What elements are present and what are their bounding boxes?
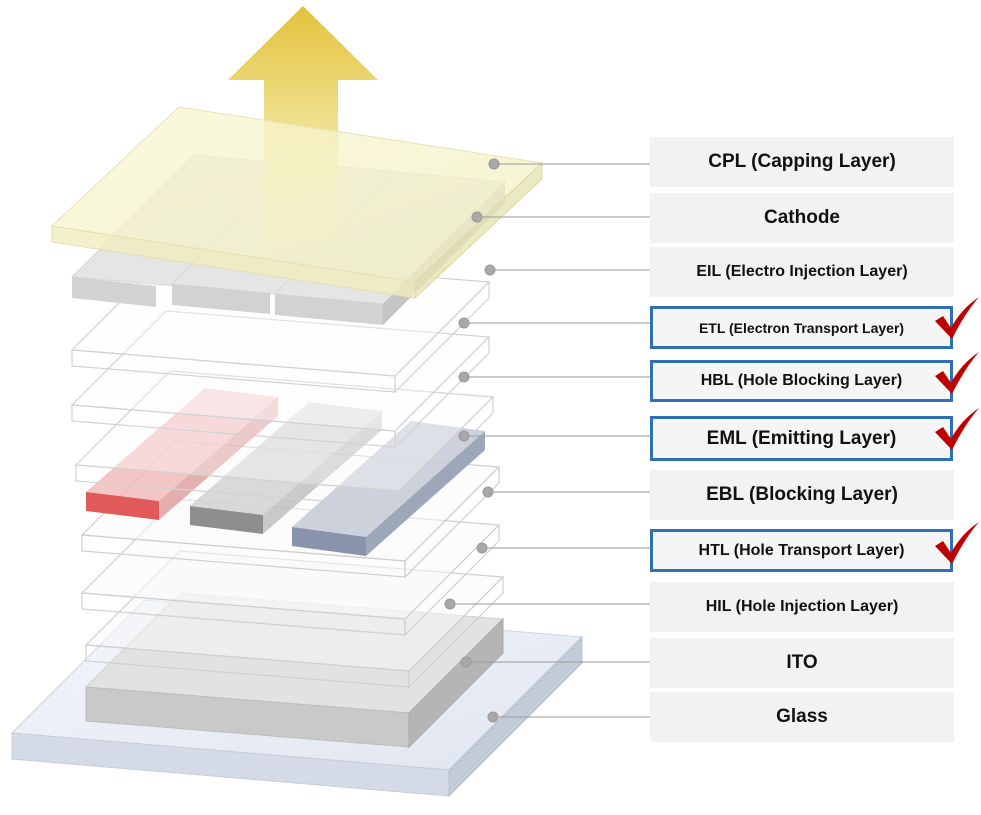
label-ebl: EBL (Blocking Layer) bbox=[650, 470, 954, 520]
label-cathode: Cathode bbox=[650, 193, 954, 243]
label-glass: Glass bbox=[650, 692, 954, 742]
check-mark-icon bbox=[935, 297, 979, 339]
cpl-layer-shape bbox=[50, 106, 544, 300]
label-hbl: HBL (Hole Blocking Layer) bbox=[650, 360, 953, 402]
label-cpl-text: CPL (Capping Layer) bbox=[708, 151, 896, 172]
label-eml-text: EML (Emitting Layer) bbox=[706, 427, 897, 449]
etl-layer-shape bbox=[70, 310, 491, 449]
label-ito-text: ITO bbox=[786, 652, 818, 673]
label-eil-text: EIL (Electro Injection Layer) bbox=[696, 263, 908, 280]
eml-subpixel-gray bbox=[190, 402, 382, 534]
label-ito: ITO bbox=[650, 638, 954, 688]
label-htl: HTL (Hole Transport Layer) bbox=[650, 529, 953, 572]
label-glass-text: Glass bbox=[776, 706, 828, 727]
label-htl-text: HTL (Hole Transport Layer) bbox=[698, 541, 905, 559]
check-mark-icon bbox=[935, 352, 979, 394]
check-mark-icon bbox=[935, 522, 979, 564]
check-mark-icon bbox=[935, 408, 979, 450]
label-ebl-text: EBL (Blocking Layer) bbox=[706, 484, 898, 505]
eml-subpixel-red bbox=[86, 388, 278, 520]
label-hil: HIL (Hole Injection Layer) bbox=[650, 582, 954, 632]
label-hbl-text: HBL (Hole Blocking Layer) bbox=[700, 372, 903, 389]
label-etl-text: ETL (Electron Transport Layer) bbox=[698, 319, 905, 336]
leader-lines bbox=[444, 158, 650, 723]
hbl-layer-shape bbox=[74, 370, 495, 509]
label-eml: EML (Emitting Layer) bbox=[650, 416, 953, 461]
label-etl: ETL (Electron Transport Layer) bbox=[650, 306, 953, 349]
label-cathode-text: Cathode bbox=[764, 207, 840, 228]
label-cpl: CPL (Capping Layer) bbox=[650, 137, 954, 187]
label-hil-text: HIL (Hole Injection Layer) bbox=[705, 598, 899, 615]
label-eil: EIL (Electro Injection Layer) bbox=[650, 247, 954, 297]
eml-subpixel-blue bbox=[292, 421, 485, 556]
